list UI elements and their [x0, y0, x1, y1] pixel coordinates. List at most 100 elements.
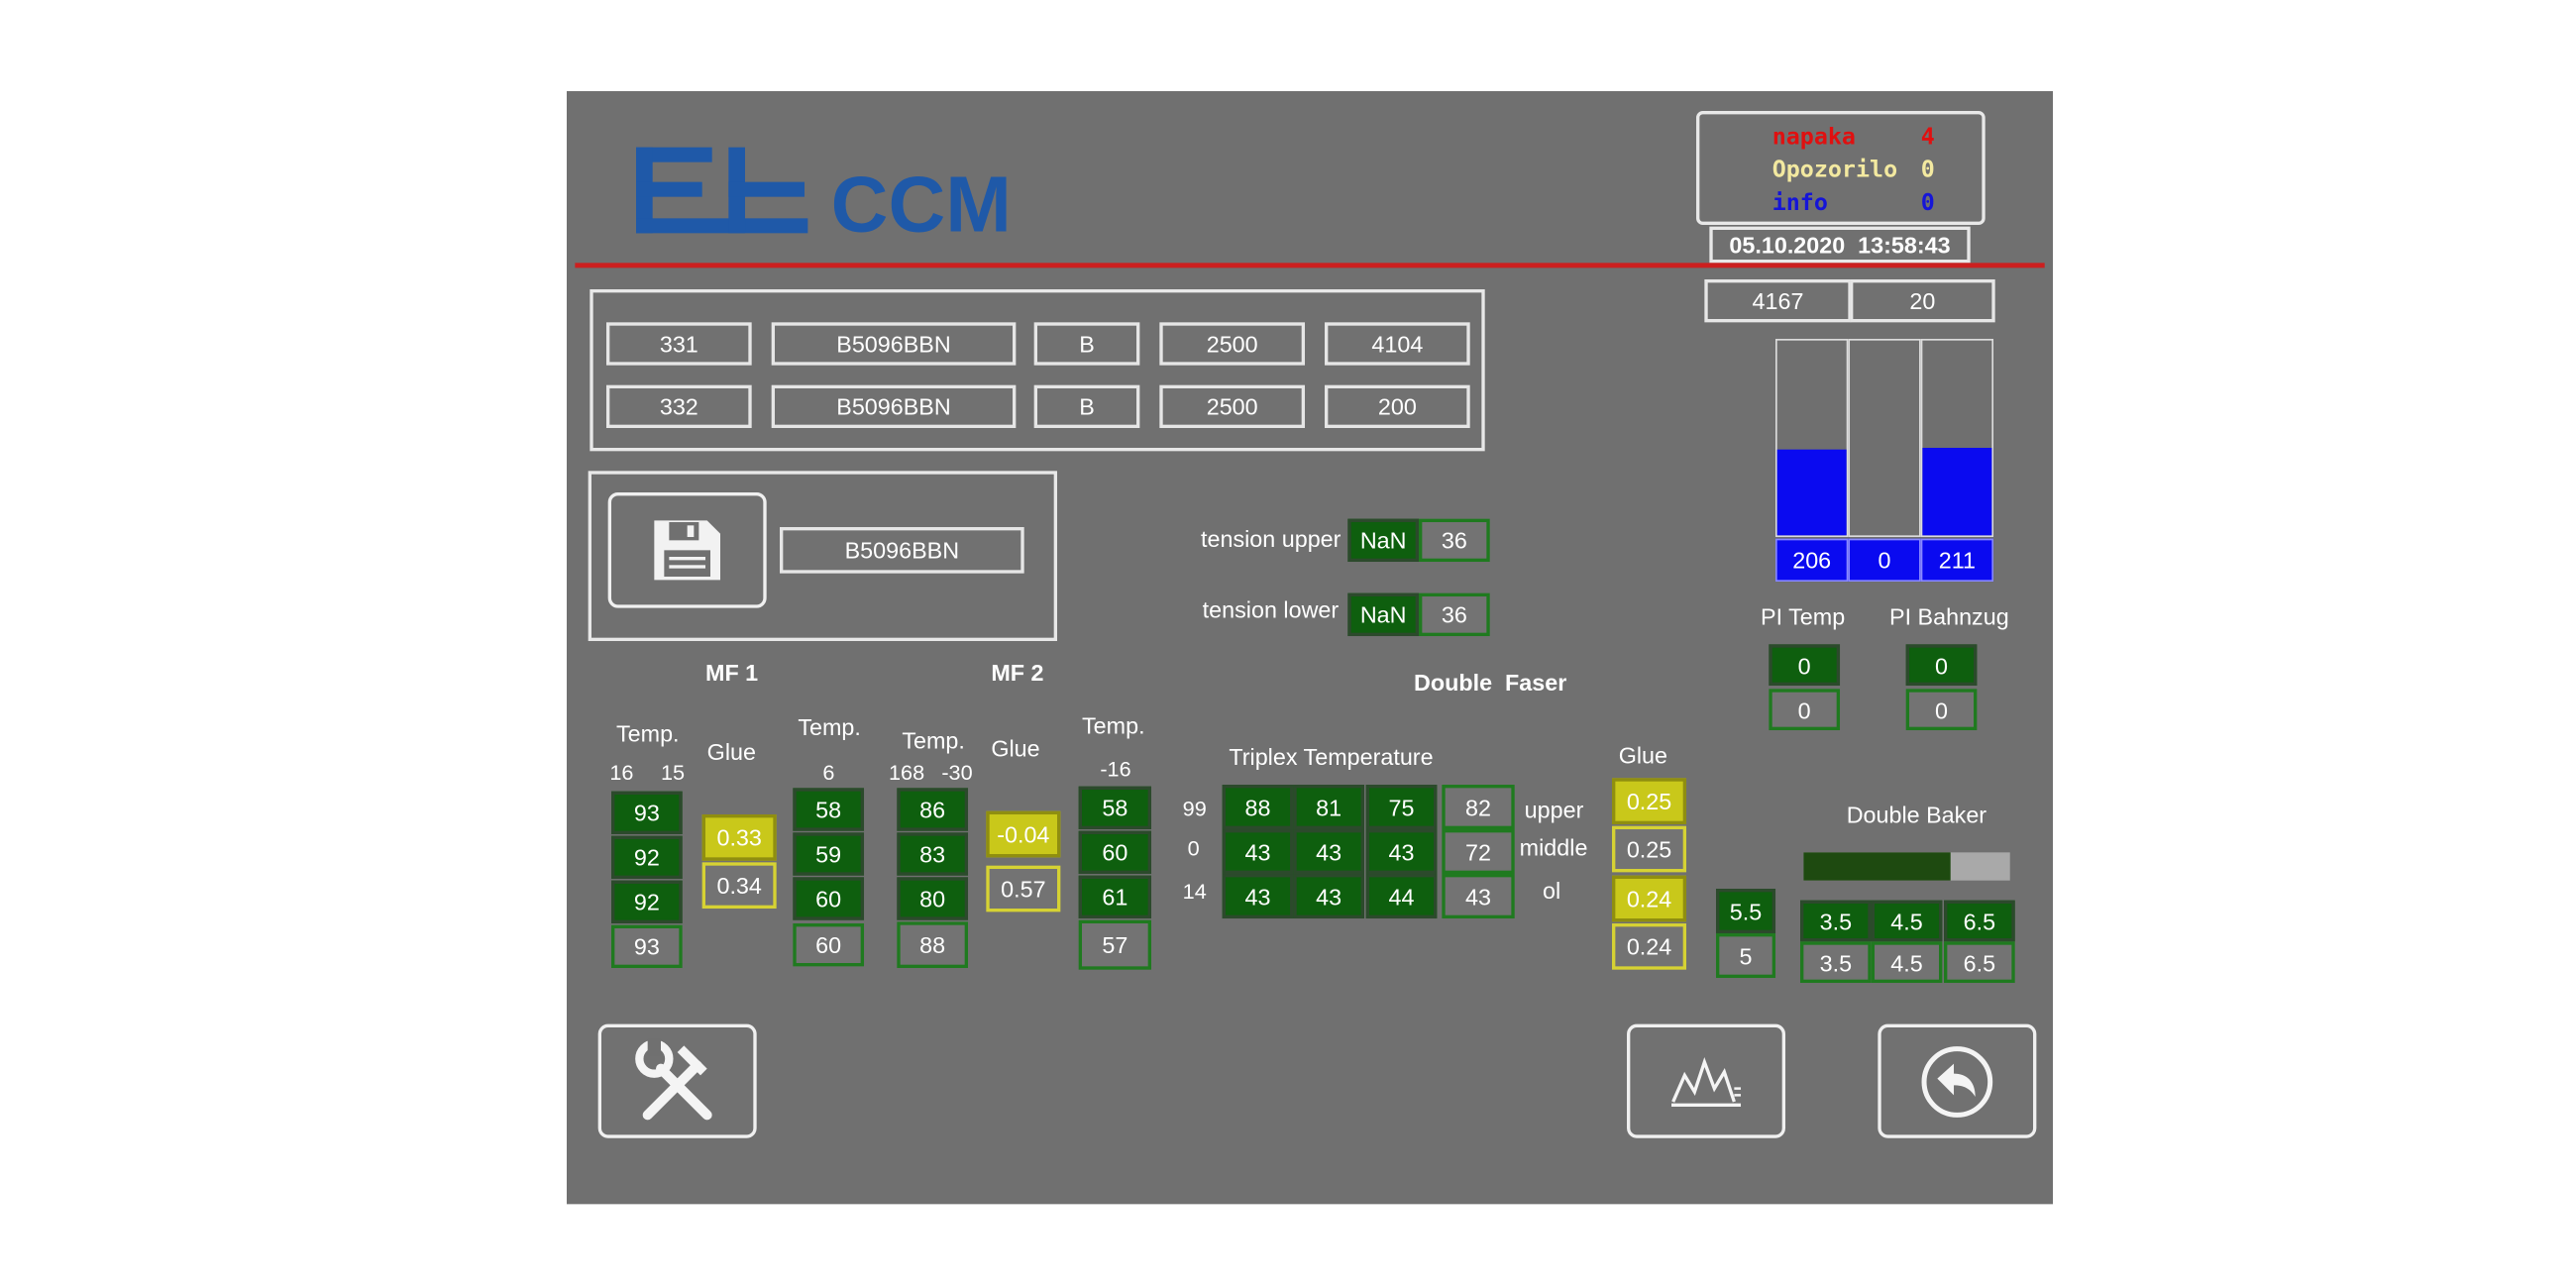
mf1-temp-a-set[interactable]: 93 — [611, 924, 683, 969]
mf1-temp-a-label: Temp. — [616, 720, 680, 747]
chart-button[interactable] — [1627, 1023, 1786, 1138]
info-count: 0 — [1920, 190, 1935, 217]
triplex-r1-c2: 81 — [1293, 785, 1365, 830]
mf2-glue-set[interactable]: 0.57 — [986, 865, 1061, 912]
triplex-set-3[interactable]: 43 — [1442, 874, 1515, 919]
order-2-length[interactable]: 2500 — [1159, 384, 1306, 429]
pi-temp-label: PI Temp — [1761, 602, 1846, 630]
double-faser-glue-1-value: 0.25 — [1612, 778, 1687, 825]
mf1-temp-a-value-1: 93 — [611, 791, 683, 835]
mf2-temp-a-value-1: 86 — [897, 788, 969, 831]
recipe-name-field[interactable]: B5096BBN — [780, 527, 1024, 574]
save-button[interactable] — [607, 492, 767, 608]
double-baker-label: Double Baker — [1846, 801, 1987, 828]
mf2-title: MF 2 — [991, 659, 1044, 687]
logo-text: CCM — [830, 161, 1012, 251]
mf1-temp-a-sub2: 15 — [661, 760, 686, 786]
order-2-quantity[interactable]: 200 — [1325, 384, 1470, 429]
triplex-r1-c1: 88 — [1222, 785, 1294, 830]
alarm-panel[interactable]: napaka 4 Opozorilo 0 info 0 — [1696, 111, 1986, 226]
datetime-text: 05.10.2020 13:58:43 — [1729, 231, 1951, 259]
mf1-temp-b-value-1: 58 — [793, 788, 865, 831]
pi-bahnzug-actual: 0 — [1905, 644, 1978, 687]
double-baker-set-1[interactable]: 3.5 — [1800, 941, 1872, 984]
hammer-wrench-icon — [635, 1037, 712, 1120]
mf2-temp-a-set[interactable]: 88 — [897, 921, 969, 969]
order-1-length[interactable]: 2500 — [1159, 322, 1306, 366]
tension-lower-label: tension lower — [1202, 596, 1340, 623]
order-2-type[interactable]: B — [1033, 384, 1140, 429]
triplex-r3-c3: 44 — [1365, 874, 1438, 919]
el-logo-icon — [636, 147, 808, 234]
order-2-id[interactable]: 332 — [606, 384, 752, 429]
back-button[interactable] — [1878, 1023, 2037, 1138]
tension-upper-actual: NaN — [1347, 518, 1420, 563]
mf2-glue-label: Glue — [991, 735, 1040, 762]
pi-temp-set[interactable]: 0 — [1769, 689, 1841, 731]
double-baker-set-2[interactable]: 4.5 — [1871, 941, 1943, 984]
tension-lower-set[interactable]: 36 — [1419, 592, 1490, 637]
mf2-temp-b-label: Temp. — [1082, 711, 1145, 739]
order-1-id[interactable]: 331 — [606, 322, 752, 366]
mf2-temp-a-sub1: 168 — [889, 760, 925, 786]
info-label: info — [1771, 190, 1828, 217]
tension-lower-actual: NaN — [1347, 592, 1420, 637]
double-faser-glue-label: Glue — [1618, 741, 1667, 769]
mf1-title: MF 1 — [705, 659, 759, 687]
header-divider — [575, 263, 2045, 268]
warning-count: 0 — [1920, 157, 1935, 184]
order-2-product[interactable]: B5096BBN — [771, 384, 1017, 429]
mf2-temp-b-set[interactable]: 57 — [1078, 919, 1152, 970]
error-count: 4 — [1920, 124, 1935, 152]
triplex-r2-c1: 43 — [1222, 829, 1294, 875]
mf1-glue-set[interactable]: 0.34 — [701, 862, 777, 910]
mf1-temp-a-value-2: 92 — [611, 835, 683, 880]
double-baker-progress — [1803, 852, 2010, 881]
double-baker-set-3[interactable]: 6.5 — [1944, 941, 2015, 984]
orders-panel — [590, 289, 1485, 452]
pi-bahnzug-label: PI Bahnzug — [1889, 602, 2009, 630]
mf1-temp-a-value-3: 92 — [611, 880, 683, 924]
datetime-display: 05.10.2020 13:58:43 — [1709, 226, 1971, 264]
double-faser-glue-2-value: 0.24 — [1612, 875, 1687, 922]
mf1-temp-b-value-3: 60 — [793, 877, 865, 920]
mf2-temp-b-value-2: 60 — [1078, 830, 1152, 875]
double-baker-progress-fill — [1803, 852, 1951, 881]
level-bar-3-value: 211 — [1920, 538, 1994, 583]
mf1-temp-a-sub1: 16 — [609, 760, 634, 786]
mf2-temp-b-sub: -16 — [1100, 756, 1131, 782]
order-1-type[interactable]: B — [1033, 322, 1140, 366]
tension-upper-label: tension upper — [1201, 525, 1342, 553]
tools-button[interactable] — [597, 1023, 757, 1138]
chart-icon — [1671, 1056, 1742, 1107]
double-faser-title: Double Faser — [1414, 669, 1567, 697]
floppy-disk-icon — [654, 520, 721, 581]
mf1-temp-b-set[interactable]: 60 — [793, 923, 865, 967]
triplex-set-1[interactable]: 82 — [1442, 785, 1515, 830]
mf2-temp-b-value-1: 58 — [1078, 786, 1152, 830]
level-bar-1-fill — [1776, 449, 1847, 536]
order-1-quantity[interactable]: 4104 — [1325, 322, 1470, 366]
mf2-glue-value: -0.04 — [986, 810, 1061, 858]
triplex-row-3-left-label: 14 — [1182, 879, 1207, 905]
triplex-temperature-label: Triplex Temperature — [1229, 743, 1434, 771]
double-faser-extra-set[interactable]: 5 — [1716, 933, 1776, 979]
double-faser-glue-2-set[interactable]: 0.24 — [1612, 923, 1687, 970]
tension-upper-set[interactable]: 36 — [1419, 518, 1490, 563]
triplex-row-1-left-label: 99 — [1182, 796, 1207, 821]
hmi-screen: CCM napaka 4 Opozorilo 0 info 0 05.10.20… — [567, 91, 2054, 1205]
mf1-glue-value: 0.33 — [701, 814, 777, 861]
double-faser-glue-1-set[interactable]: 0.25 — [1612, 825, 1687, 873]
top-right-value-2: 20 — [1850, 279, 1995, 323]
pi-bahnzug-set[interactable]: 0 — [1905, 689, 1978, 731]
triplex-row-3-right-label: ol — [1543, 877, 1561, 905]
mf1-glue-label: Glue — [706, 738, 756, 766]
triplex-r1-c3: 75 — [1365, 785, 1438, 830]
recipe-panel — [588, 471, 1058, 642]
mf2-temp-a-label: Temp. — [902, 726, 965, 754]
triplex-set-2[interactable]: 72 — [1442, 829, 1515, 875]
order-1-product[interactable]: B5096BBN — [771, 322, 1017, 366]
level-bar-3-fill — [1922, 447, 1992, 536]
triplex-row-1-right-label: upper — [1524, 796, 1584, 823]
level-bar-1 — [1775, 339, 1849, 538]
